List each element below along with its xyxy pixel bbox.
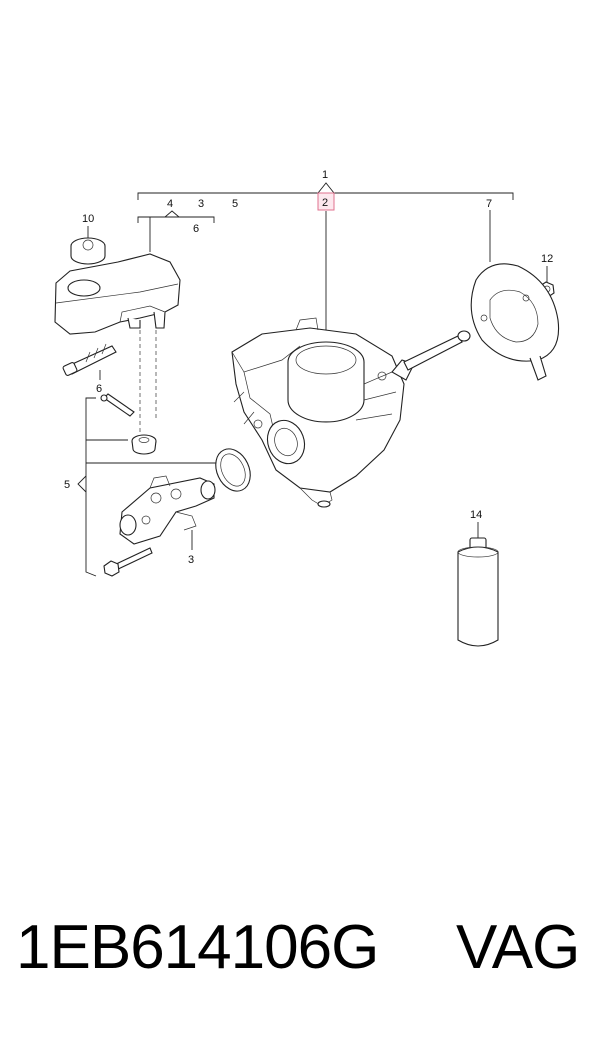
- brake-fluid-bottle: [457, 537, 499, 647]
- dash-reservoir: [139, 330, 157, 440]
- reservoir-cap: [70, 237, 106, 265]
- exploded-parts-diagram: 1 2 4 3 5 6 7 10 12: [54, 169, 560, 647]
- mounting-bolt: [103, 547, 153, 577]
- callout-12[interactable]: 12: [541, 253, 553, 265]
- brake-booster: [231, 317, 405, 508]
- callout-3-top[interactable]: 3: [198, 198, 204, 210]
- grommet: [131, 434, 157, 455]
- pin: [100, 393, 135, 417]
- callout-4[interactable]: 4: [167, 198, 173, 210]
- part-number: 1EB614106G: [16, 913, 379, 982]
- bracket-5: [85, 397, 97, 577]
- callout-2[interactable]: 2: [322, 197, 328, 209]
- highlight-box: [317, 192, 335, 211]
- footer: 1EB614106G VAG: [0, 912, 600, 1002]
- callout-14[interactable]: 14: [470, 509, 482, 521]
- callout-10[interactable]: 10: [82, 213, 94, 225]
- callout-6-bottom[interactable]: 6: [96, 383, 102, 395]
- gasket-plate: [470, 263, 560, 381]
- bracket-5-peak: [77, 475, 87, 493]
- bracket-4-peak: [164, 210, 180, 218]
- callout-7[interactable]: 7: [486, 198, 492, 210]
- callout-group-2: 2: [317, 192, 335, 330]
- callout-3-bottom[interactable]: 3: [188, 554, 194, 566]
- callout-5-left[interactable]: 5: [64, 479, 70, 491]
- callout-5-top[interactable]: 5: [232, 198, 238, 210]
- brake-fluid-reservoir: [54, 253, 181, 335]
- o-ring-seal: [215, 448, 251, 492]
- level-sensor: [62, 343, 117, 376]
- brand-label: VAG: [456, 913, 580, 982]
- callout-1[interactable]: 1: [322, 169, 328, 181]
- push-rod: [391, 330, 471, 381]
- master-cylinder: [119, 475, 216, 545]
- callout-6-top[interactable]: 6: [193, 223, 199, 235]
- bracket-1-peak: [317, 182, 335, 194]
- bracket-4: [137, 216, 215, 223]
